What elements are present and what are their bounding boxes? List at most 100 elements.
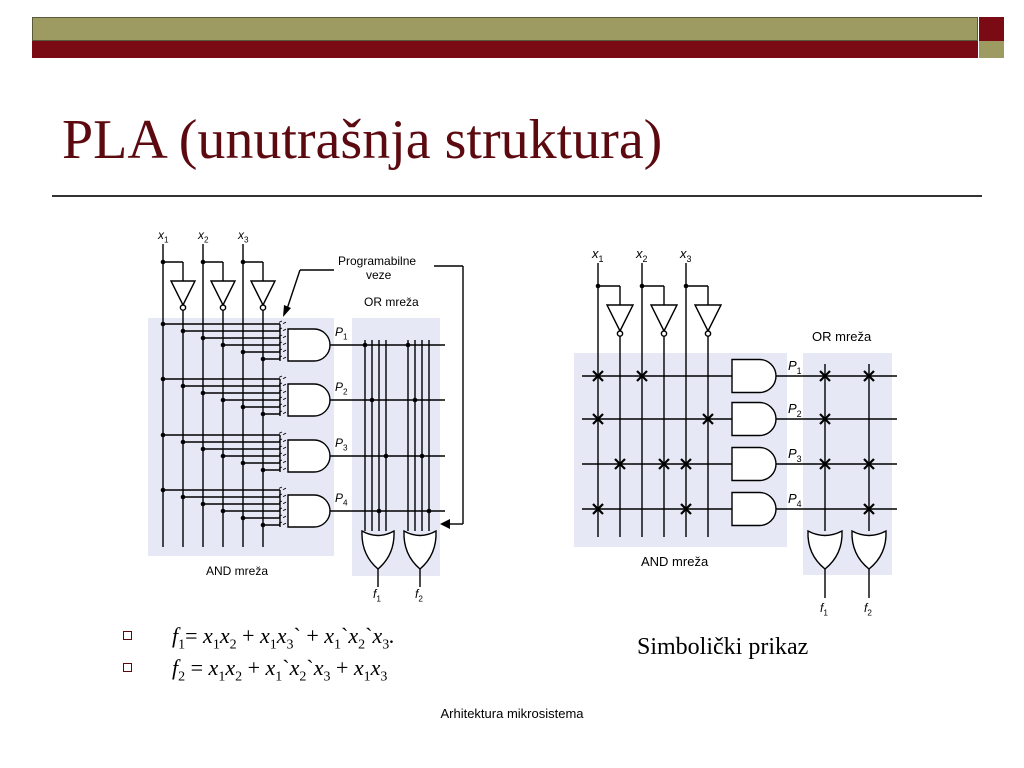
junction-dot (639, 283, 645, 289)
junction-dot (200, 335, 206, 341)
equation-f2-text: f2 = x1x2 + x1`x2`x3 + x1x3 (172, 655, 388, 685)
symbolic-caption: Simbolički prikaz (637, 634, 809, 660)
junction-dot (240, 404, 246, 410)
junction-dot (220, 397, 226, 403)
equation-f1-text: f1= x1x2 + x1x3` + x1`x2`x3. (172, 623, 395, 653)
equation-f2: f2 = x1x2 + x1`x2`x3 + x1x3 (120, 652, 395, 684)
junction-dot (200, 446, 206, 452)
junction-dot (419, 453, 425, 459)
junction-dot (260, 356, 266, 362)
arrowhead (283, 305, 291, 317)
connection-cross (614, 458, 626, 470)
junction-dot (160, 432, 166, 438)
inverter-bubble (179, 304, 187, 311)
right-and-label: AND mreža (641, 554, 709, 569)
inverter-bubble (219, 304, 227, 311)
or-gate (851, 529, 887, 570)
junction-dot (260, 411, 266, 417)
right-product-label: P4 (788, 491, 802, 509)
junction-dot (383, 453, 389, 459)
inverter-bubble (660, 330, 668, 337)
not-gate (649, 304, 679, 333)
junction-dot (240, 349, 246, 355)
left-product-label: P4 (335, 491, 348, 508)
right-output-label: f2 (864, 601, 872, 618)
not-gate (693, 304, 723, 333)
junction-dot (180, 439, 186, 445)
left-input-label: x1 (157, 228, 169, 245)
connection-cross (863, 503, 875, 515)
and-gate (731, 491, 777, 527)
not-gate (209, 280, 237, 307)
junction-dot (200, 259, 206, 265)
or-gate (403, 529, 437, 570)
junction-dot (260, 522, 266, 528)
junction-dot (220, 342, 226, 348)
equation-list: f1= x1x2 + x1x3` + x1`x2`x3. f2 = x1x2 +… (120, 620, 395, 684)
programmable-link (278, 375, 287, 380)
left-and-label: AND mreža (206, 564, 268, 578)
right-product-label: P1 (788, 358, 802, 376)
left-or-label: OR mreža (364, 295, 419, 309)
junction-dot (376, 508, 382, 514)
not-gate (249, 280, 277, 307)
junction-dot (160, 376, 166, 382)
connection-cross (863, 370, 875, 382)
and-gate (287, 494, 331, 528)
not-gate (605, 304, 635, 333)
junction-dot (200, 501, 206, 507)
right-input-label: x1 (591, 246, 604, 264)
and-gate (287, 439, 331, 473)
junction-dot (412, 397, 418, 403)
junction-dot (180, 383, 186, 389)
left-product-label: P3 (335, 436, 348, 453)
programmable-link (278, 486, 287, 491)
or-gate (361, 529, 395, 570)
connection-cross (819, 413, 831, 425)
junction-dot (240, 460, 246, 466)
connection-cross (680, 458, 692, 470)
and-gate (287, 328, 331, 362)
bullet-square-icon (123, 663, 132, 672)
junction-dot (240, 259, 246, 265)
junction-dot (180, 494, 186, 500)
not-gate (169, 280, 197, 307)
junction-dot (405, 342, 411, 348)
bullet-square-icon (123, 631, 132, 640)
junction-dot (160, 487, 166, 493)
annotation-label: veze (366, 268, 392, 282)
inverter-bubble (704, 330, 712, 337)
title-underline (52, 195, 982, 197)
right-or-label: OR mreža (812, 329, 872, 344)
corner-square-olive (979, 41, 1004, 58)
junction-dot (240, 515, 246, 521)
header-band-olive (32, 17, 978, 41)
right-input-label: x2 (635, 246, 648, 264)
left-input-label: x3 (237, 228, 249, 245)
junction-dot (220, 453, 226, 459)
junction-dot (160, 259, 166, 265)
right-output-label: f1 (820, 601, 828, 618)
header-band-red (32, 41, 978, 58)
left-product-label: P2 (335, 380, 348, 397)
left-output-label: f2 (415, 587, 423, 604)
annotation-label: Programabilne (338, 254, 416, 268)
connection-cross (658, 458, 670, 470)
junction-dot (260, 467, 266, 473)
connection-cross (863, 458, 875, 470)
connection-cross (702, 413, 714, 425)
junction-dot (200, 390, 206, 396)
or-gate (807, 529, 843, 570)
inverter-bubble (259, 304, 267, 311)
junction-dot (220, 508, 226, 514)
left-input-label: x2 (197, 228, 209, 245)
slide-footer: Arhitektura mikrosistema (440, 706, 584, 721)
junction-dot (595, 283, 601, 289)
connection-cross (819, 458, 831, 470)
connection-cross (680, 503, 692, 515)
programmable-link (278, 320, 287, 325)
and-gate (731, 446, 777, 482)
right-product-label: P2 (788, 401, 802, 419)
connection-cross (819, 370, 831, 382)
programmable-link (278, 431, 287, 436)
